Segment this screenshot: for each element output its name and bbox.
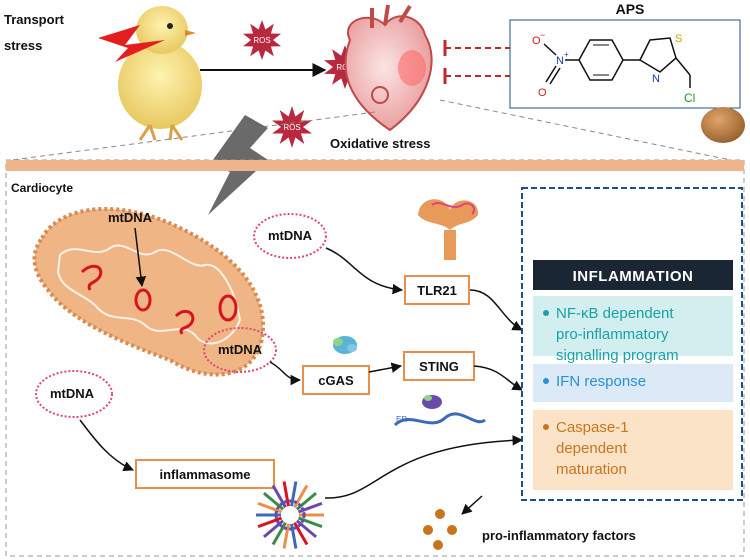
mtdna-label-1: mtDNA <box>108 210 153 225</box>
svg-text:+: + <box>564 50 569 59</box>
svg-text:N: N <box>556 55 564 67</box>
mitochondrion <box>32 207 266 377</box>
mtdna-circle-3 <box>253 213 327 259</box>
svg-text:N: N <box>652 73 660 85</box>
inflammation-item-1-line-3: signalling program <box>556 347 679 364</box>
tlr21-receptor-icon <box>418 199 479 260</box>
svg-text:ROS: ROS <box>283 123 300 132</box>
inflammasome-icon <box>256 481 324 549</box>
inflammasome-label: inflammasome <box>159 467 250 482</box>
inflammation-item-2-line-1: IFN response <box>556 373 646 390</box>
mtdna-label-3: mtDNA <box>268 228 313 243</box>
sting-label: STING <box>419 359 459 374</box>
mtdna-label-2: mtDNA <box>218 342 263 357</box>
oxidative-stress-label: Oxidative stress <box>330 136 430 151</box>
inflammation-header: INFLAMMATION <box>573 268 694 285</box>
inflammation-item-3-line-3: maturation <box>556 461 627 478</box>
inflammation-item-1: NF-κB dependent pro-inflammatory signallin… <box>533 296 733 364</box>
cgas-label: cGAS <box>318 373 354 388</box>
aps-inhibition <box>443 40 510 84</box>
lightning-icon <box>98 25 165 62</box>
ros-star-1: ROS <box>243 20 281 60</box>
mtdna-circle-4 <box>35 370 113 418</box>
chick-illustration <box>118 6 202 141</box>
aps-structure-box: APS N + O − O S N Cl <box>509 1 741 109</box>
sting-box <box>403 351 475 381</box>
inflammation-item-3: Caspase-1 dependent maturation <box>533 410 733 490</box>
cgas-box <box>302 365 370 395</box>
svg-text:ER: ER <box>396 415 407 424</box>
inflammation-item-2: IFN response <box>533 364 733 402</box>
inflammation-item-3-line-2: dependent <box>556 440 628 457</box>
heart-illustration <box>344 4 433 132</box>
inflammation-item-1-line-1: NF-κB dependent <box>556 305 674 322</box>
tlr21-label: TLR21 <box>417 283 457 298</box>
pro-inflammatory-factors-label: pro-inflammatory factors <box>482 528 636 543</box>
inflammation-item-3-line-1: Caspase-1 <box>556 419 629 436</box>
sting-er-icon: ER <box>393 395 486 427</box>
aps-powder <box>701 107 745 143</box>
ros-star-3: ROS <box>272 106 312 148</box>
svg-text:Cl: Cl <box>684 91 695 105</box>
transport-stress-label: Transport stress <box>4 12 68 53</box>
aps-title: APS <box>616 1 645 17</box>
pro-inflammatory-dots <box>423 509 457 550</box>
tlr21-box <box>404 275 470 305</box>
svg-text:O: O <box>538 87 547 99</box>
inflammation-item-1-line-2: pro-inflammatory <box>556 326 669 343</box>
svg-text:ROS: ROS <box>253 36 270 45</box>
inflammasome-box <box>135 459 275 489</box>
cardiocyte-label: Cardiocyte <box>11 181 73 195</box>
mtdna-circle-2 <box>203 327 277 373</box>
cell-membrane <box>6 160 744 171</box>
svg-text:S: S <box>675 33 682 45</box>
svg-text:−: − <box>540 30 545 40</box>
svg-text:O: O <box>532 35 541 47</box>
mtdna-label-4: mtDNA <box>50 386 95 401</box>
cgas-icon <box>333 336 357 354</box>
